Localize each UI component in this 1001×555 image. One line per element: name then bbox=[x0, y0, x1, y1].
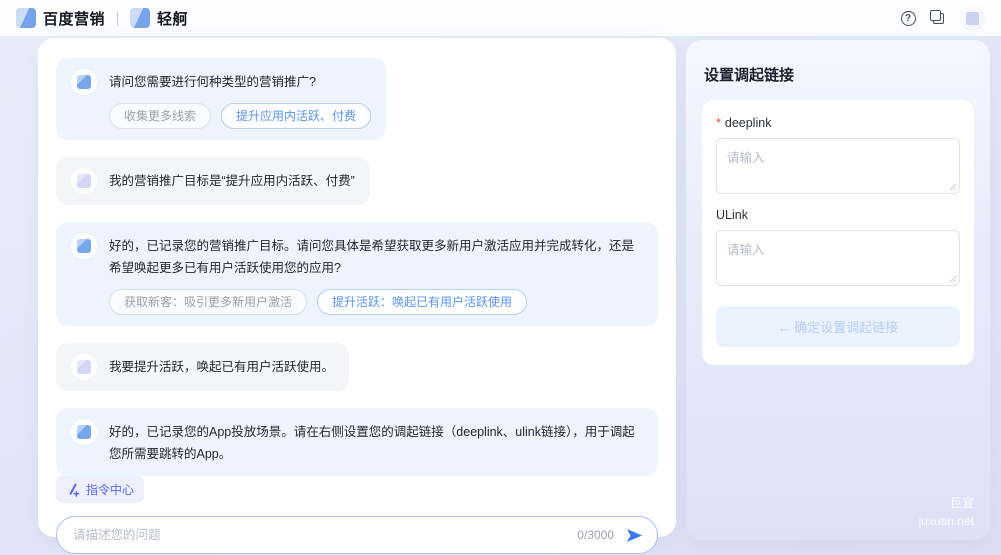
chat-input-row: 0/3000 bbox=[56, 516, 658, 555]
assistant-message: 请问您需要进行何种类型的营销推广? 收集更多线索 提升应用内活跃、付费 bbox=[56, 58, 387, 140]
user-message: 我要提升活跃，唤起已有用户活跃使用。 bbox=[56, 342, 350, 391]
user-avatar-icon bbox=[71, 167, 97, 194]
brand-divider bbox=[117, 10, 119, 26]
watermark: 巨宣 juxuan.net bbox=[918, 496, 974, 528]
deeplink-label: * deeplink bbox=[716, 116, 772, 130]
settings-panel-title: 设置调起链接 bbox=[704, 67, 795, 84]
assistant-message: 好的，已记录您的营销推广目标。请问您具体是希望获取更多新用户激活应用并完成转化，… bbox=[56, 221, 658, 326]
app-name: 轻舸 bbox=[157, 10, 189, 28]
deeplink-input[interactable] bbox=[716, 138, 960, 194]
message-text: 请问您需要进行何种类型的营销推广? bbox=[109, 75, 316, 89]
assistant-message: 好的，已记录您的App投放场景。请在右侧设置您的调起链接（deeplink、ul… bbox=[56, 407, 658, 477]
quick-reply-new-users[interactable]: 获取新客：吸引更多新用户激活 bbox=[109, 288, 308, 315]
chat-input[interactable] bbox=[73, 528, 568, 543]
ulink-input[interactable] bbox=[716, 230, 960, 286]
assistant-avatar-icon bbox=[71, 69, 97, 95]
chat-bottom-bar: 指令中心 0/3000 bbox=[56, 476, 658, 555]
quick-reply-reactivate-users[interactable]: 提升活跃：唤起已有用户活跃使用 bbox=[317, 288, 528, 315]
copy-icon[interactable] bbox=[929, 9, 946, 26]
quick-reply-row: 获取新客：吸引更多新用户激活 提升活跃：唤起已有用户活跃使用 bbox=[109, 288, 643, 315]
product-name: 百度营销 bbox=[43, 10, 106, 28]
required-mark: * bbox=[716, 116, 721, 130]
ulink-label: ULink bbox=[716, 208, 748, 222]
deeplink-form-card: * deeplink ULink ← 确定设置调起链接 bbox=[702, 100, 974, 365]
message-list: 请问您需要进行何种类型的营销推广? 收集更多线索 提升应用内活跃、付费 我的营销… bbox=[56, 58, 658, 477]
app-header: 百度营销 轻舸 ? bbox=[0, 0, 1001, 36]
command-center-icon bbox=[69, 483, 80, 497]
assistant-avatar-icon bbox=[71, 418, 97, 445]
send-icon[interactable] bbox=[624, 525, 644, 545]
qingge-logo-icon bbox=[130, 8, 151, 28]
deeplink-field: * deeplink bbox=[716, 116, 960, 194]
command-center-button[interactable]: 指令中心 bbox=[56, 476, 145, 504]
quick-reply-collect-leads[interactable]: 收集更多线索 bbox=[109, 102, 212, 129]
header-actions: ? bbox=[900, 5, 985, 31]
char-counter: 0/3000 bbox=[577, 528, 614, 543]
settings-panel: 设置调起链接 * deeplink ULink bbox=[686, 40, 990, 540]
quick-reply-row: 收集更多线索 提升应用内活跃、付费 bbox=[109, 102, 372, 129]
user-avatar[interactable] bbox=[960, 5, 985, 31]
message-text: 我要提升活跃，唤起已有用户活跃使用。 bbox=[109, 359, 335, 374]
baidu-marketing-logo-icon bbox=[16, 8, 36, 28]
confirm-deeplink-button[interactable]: ← 确定设置调起链接 bbox=[716, 306, 960, 347]
message-text: 我的营销推广目标是“提升应用内活跃、付费” bbox=[109, 173, 355, 188]
ulink-field: ULink bbox=[716, 208, 960, 286]
brand: 百度营销 轻舸 bbox=[16, 8, 188, 29]
assistant-avatar-icon bbox=[71, 232, 97, 259]
help-icon[interactable]: ? bbox=[900, 10, 916, 26]
message-text: 好的，已记录您的营销推广目标。请问您具体是希望获取更多新用户激活应用并完成转化，… bbox=[109, 238, 635, 275]
message-text: 好的，已记录您的App投放场景。请在右侧设置您的调起链接（deeplink、ul… bbox=[109, 424, 635, 461]
user-message: 我的营销推广目标是“提升应用内活跃、付费” bbox=[56, 156, 370, 205]
user-avatar-icon bbox=[71, 353, 97, 380]
quick-reply-app-activity[interactable]: 提升应用内活跃、付费 bbox=[221, 102, 372, 129]
chat-panel: 请问您需要进行何种类型的营销推广? 收集更多线索 提升应用内活跃、付费 我的营销… bbox=[38, 38, 676, 555]
command-center-label: 指令中心 bbox=[86, 483, 135, 498]
